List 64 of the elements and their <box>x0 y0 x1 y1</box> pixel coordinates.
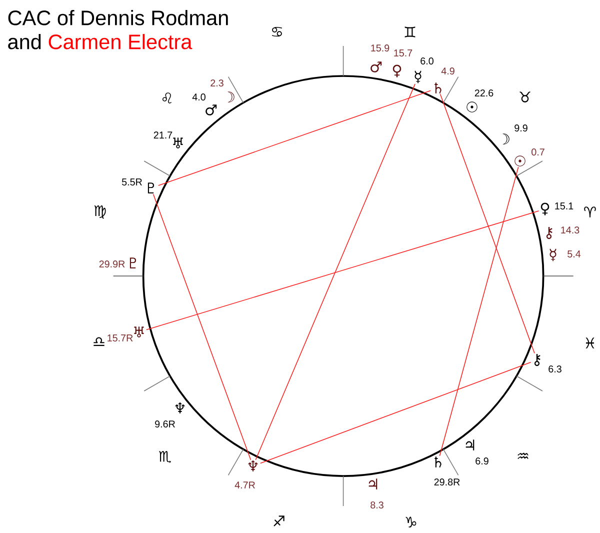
planet-symbol: ⚷ <box>534 354 540 366</box>
planet-symbol: ☉ <box>514 156 526 166</box>
planet-symbol: ☿ <box>550 248 556 262</box>
planet-symbol: ♄ <box>434 456 442 468</box>
aspect-line <box>260 362 532 464</box>
planet-symbol: ☽ <box>228 92 234 102</box>
planet-symbol: ♇ <box>130 258 136 268</box>
degree-label: 6.9 <box>476 458 488 464</box>
degree-label: 21.7 <box>154 132 172 138</box>
degree-label: 9.9 <box>514 124 528 132</box>
degree-label: 8.3 <box>370 502 384 508</box>
planet-symbol: ☉ <box>466 102 478 112</box>
planet-symbol: ☽ <box>502 134 510 144</box>
planet-symbol: ♂ <box>370 62 382 72</box>
planet-symbol: ♀ <box>540 202 550 216</box>
zodiac-sign: ♒ <box>518 452 528 460</box>
zodiac-sign: ♍ <box>94 205 106 219</box>
planet-symbol: ⚷ <box>546 227 552 239</box>
aspect-line <box>152 194 252 460</box>
degree-label: 4.0 <box>192 94 206 100</box>
degree-label: 4.9 <box>441 68 454 74</box>
aspect-line <box>255 84 416 460</box>
planet-symbol: ♅ <box>173 138 183 148</box>
degree-label: 9.6R <box>155 420 175 428</box>
degree-label: 5.5R <box>122 178 142 186</box>
zodiac-sign: ♋ <box>272 27 282 37</box>
zodiac-sign: ♎ <box>94 337 104 346</box>
planet-symbol: ♃ <box>466 440 474 450</box>
aspect-line <box>158 90 432 186</box>
planet-symbol: ♇ <box>148 182 154 194</box>
degree-label: 2.3 <box>210 80 224 86</box>
aspect-line <box>439 166 519 456</box>
degree-label: 15.9 <box>371 44 390 52</box>
degree-label: 15.1 <box>555 202 574 210</box>
zodiac-sign: ♉ <box>520 92 530 102</box>
planet-symbol: ♂ <box>206 104 217 116</box>
planet-symbol: ☿ <box>414 70 422 84</box>
planet-symbol: ♀ <box>392 64 402 78</box>
planet-symbol: ♅ <box>134 326 144 338</box>
degree-label: 29.9R <box>99 260 125 268</box>
degree-label: 4.7R <box>234 482 255 488</box>
planet-symbol: ♆ <box>248 460 258 472</box>
degree-label: 6.0 <box>420 58 434 64</box>
degree-label: 6.3 <box>548 366 562 372</box>
zodiac-sign: ♓ <box>586 338 594 348</box>
degree-label: 0.7 <box>532 148 544 156</box>
degree-label: 22.6 <box>474 90 494 96</box>
planet-symbol: ♄ <box>434 82 442 94</box>
zodiac-sign: ♑ <box>406 516 416 528</box>
degree-label: 15.7R <box>108 334 133 342</box>
degree-label: 14.3 <box>561 226 580 234</box>
aspect-line <box>146 210 540 330</box>
planet-symbol: ♃ <box>368 478 378 490</box>
degree-label: 5.4 <box>568 250 581 258</box>
zodiac-sign: ♊ <box>404 26 416 38</box>
zodiac-sign: ♈ <box>584 206 596 218</box>
zodiac-sign: ♐ <box>274 516 284 526</box>
aspect-line <box>440 94 535 354</box>
degree-label: 15.7 <box>394 50 412 56</box>
degree-label: 29.8R <box>434 478 460 486</box>
zodiac-sign: ♌ <box>162 92 172 104</box>
zodiac-sign: ♏ <box>158 450 172 464</box>
planet-symbol: ♆ <box>175 402 185 414</box>
title: CAC of Dennis Rodman and Carmen Electra <box>8 10 228 50</box>
